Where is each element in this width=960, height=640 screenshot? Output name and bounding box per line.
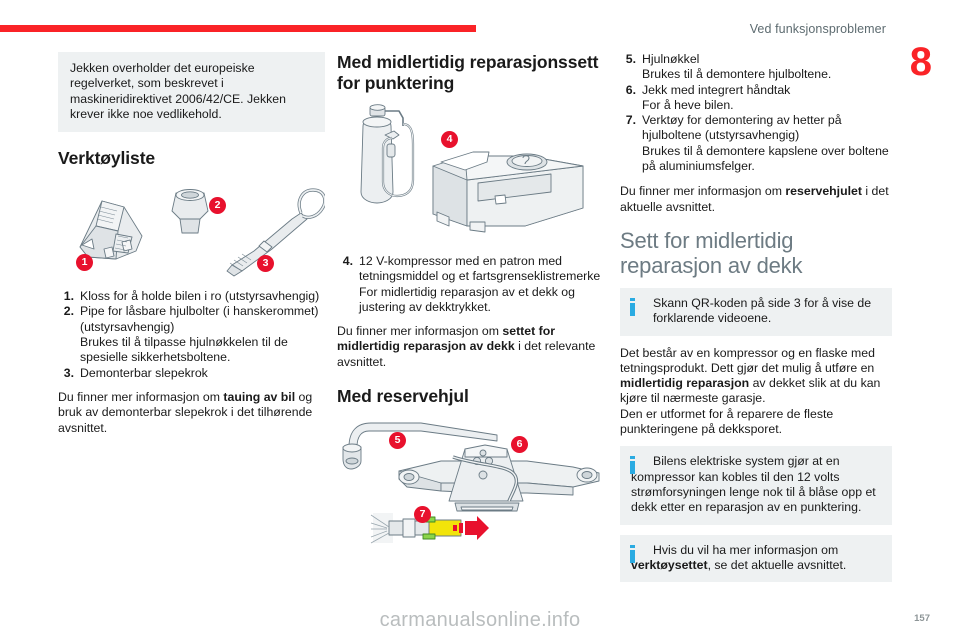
heading-tyre-repair-set: Sett for midlertidig reparasjon av dekk [620,227,803,278]
heading-temporary-repair-kit: Med midlertidig reparasjonssett for punk… [337,52,599,93]
right-closing-part1: Du finner mer informasjon om [620,184,786,199]
right-closing-paragraph: Du finner mer informasjon om reservehjul… [620,184,892,215]
list-title: Jekk med integrert håndtak [642,82,791,97]
page-header-title: Ved funksjonsproblemer [749,22,886,36]
list-title: Pipe for låsbare hjulbolter (i hanskerom… [80,304,319,334]
compressor-drawing [360,104,584,233]
list-item: 7. Verktøy for demontering av hetter på … [620,113,892,174]
page-number: 157 [914,613,930,624]
info-icon [630,297,635,316]
note-toolkit-bold: verktøysettet [631,557,708,572]
list-description: Brukes til å demontere kapslene over bol… [642,143,889,174]
tools-drawing [79,188,325,277]
left-closing-paragraph: Du finner mer informasjon om tauing av b… [58,390,325,436]
list-item: 6. Jekk med integrert håndtak For å heve… [620,83,892,114]
note-qr-code: Skann QR-koden på side 3 for å vise de f… [620,287,892,336]
list-title: Kloss for å holde bilen i ro (utstyrsavh… [80,289,320,304]
heading-spare-wheel: Med reservehjul [337,386,469,407]
info-icon-dot [630,456,635,460]
tool-list-right: 5. Hjulnøkkel Brukes til å demontere hju… [620,52,892,174]
right-closing-part2: i det aktuelle avsnittet. [620,184,889,214]
illustration-badge-4: 4 [441,131,458,148]
right-body-part1: Det består av en kompressor og en flaske… [620,345,875,375]
list-item: 3. Demonterbar slepekrok [58,366,325,381]
note-toolkit-text: Hvis du vil ha mer informasjon om verktø… [631,543,881,574]
note-electric-system: Bilens elektriske system gjør at en komp… [620,446,892,525]
note-jack-text: Jekken overholder det europeiske regelve… [70,61,286,121]
note-toolkit-part2: , se det aktuelle avsnittet. [707,557,847,572]
middle-closing-bold: settet for midlertidig reparasjon av dek… [337,324,556,354]
middle-closing-part1: Du finner mer informasjon om [337,324,503,339]
illustration-jack: 5 6 7 [337,417,604,547]
list-number: 6. [625,82,636,97]
left-closing-bold: tauing av bil [223,389,296,404]
illustration-badge-3: 3 [257,255,274,273]
note-qr-text: Skann QR-koden på side 3 for å vise de f… [653,295,872,326]
list-number: 1. [63,289,74,304]
illustration-badge-7: 7 [414,506,431,524]
list-description: For midlertidig reparasjon av et dekk og… [359,284,575,314]
list-item: 5. Hjulnøkkel Brukes til å demontere hju… [620,52,892,83]
note-electric-text: Bilens elektriske system gjør at en komp… [631,454,876,515]
illustration-badge-5: 5 [389,432,406,450]
header-red-rule [0,25,476,32]
list-item: 1. Kloss for å holde bilen i ro (utstyrs… [58,289,325,304]
info-icon [630,544,635,563]
middle-closing-paragraph: Du finner mer informasjon om settet for … [337,324,604,370]
jack-drawing [342,422,600,544]
list-number: 2. [63,304,74,319]
info-icon-bar [630,461,635,475]
site-watermark: carmanualsonline.info [379,609,581,631]
column-left: Jekken overholder det europeiske regelve… [58,52,325,445]
right-body-paragraph-1: Det består av en kompressor og en flaske… [620,346,892,407]
list-title: Verktøy for demontering av hetter på hju… [642,113,842,143]
illustration-tools: 1 2 3 [58,179,325,279]
info-icon [630,456,635,475]
note-toolkit-part1: Hvis du vil ha mer informasjon om [653,542,839,557]
illustration-badge-2: 2 [209,197,226,215]
illustration-badge-1: 1 [76,254,93,272]
list-item: 4. 12 V-kompressor med en patron med tet… [337,254,604,315]
left-closing-part2: og bruk av demonterbar slepekrok i det t… [58,389,313,435]
right-closing-bold: reservehjulet [785,184,862,199]
info-icon-dot [630,297,635,301]
left-closing-part1: Du finner mer informasjon om [58,389,224,404]
list-number: 4. [342,254,353,268]
info-icon-bar [630,302,635,316]
column-middle: Med midlertidig reparasjonssett for punk… [337,52,604,557]
list-title: Hjulnøkkel [642,52,700,66]
middle-closing-part2: i det relevante avsnittet. [337,339,596,369]
arrow-icon [465,516,489,541]
list-number: 7. [625,113,636,128]
list-title: 12 V-kompressor med en patron med tetnin… [359,254,601,284]
illustration-badge-6: 6 [511,436,528,454]
right-body-paragraph-2: Den er utformet for å reparere de fleste… [620,406,834,437]
list-number: 3. [63,365,74,380]
chapter-number: 8 [909,40,932,84]
column-right: 5. Hjulnøkkel Brukes til å demontere hju… [620,52,892,592]
tool-list-left: 1. Kloss for å holde bilen i ro (utstyrs… [58,289,325,381]
right-body-bold: midlertidig reparasjon [620,376,750,391]
list-number: 5. [625,52,636,66]
info-icon-bar [630,549,635,563]
tool-list-middle: 4. 12 V-kompressor med en patron med tet… [337,254,604,315]
list-item: 2. Pipe for låsbare hjulbolter (i hanske… [58,304,325,365]
list-description: Brukes til å tilpasse hjulnøkkelen til d… [80,335,288,365]
info-icon-dot [630,544,635,548]
illustration-compressor: 4 [337,104,604,244]
list-title: Demonterbar slepekrok [80,365,208,380]
list-description: For å heve bilen. [642,97,734,112]
list-description: Brukes til å demontere hjulboltene. [642,67,832,82]
note-jack-compliance: Jekken overholder det europeiske regelve… [58,52,325,133]
note-toolkit-reference: Hvis du vil ha mer informasjon om verktø… [620,534,892,583]
right-body-part2: av dekket slik at du kan kjøre til nærme… [620,376,881,406]
heading-toolkit: Verktøyliste [58,148,156,169]
